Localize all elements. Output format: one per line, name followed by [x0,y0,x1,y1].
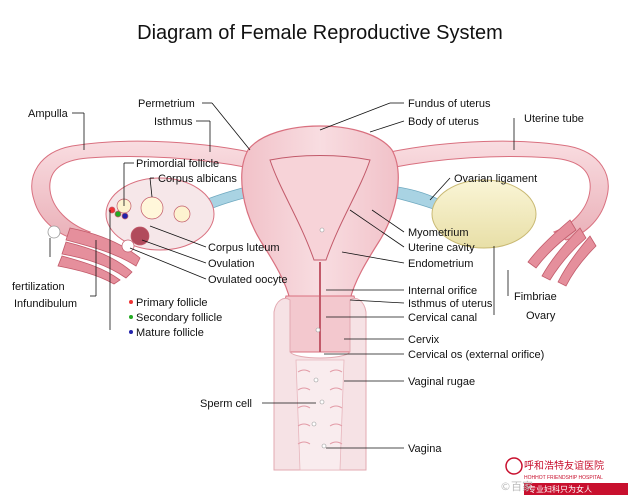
label-internal-orifice: Internal orifice [408,285,477,297]
left-fimbriae [57,227,141,285]
label-cervix: Cervix [408,334,440,346]
label-primary-follicle: Primary follicle [136,297,208,309]
label-ampulla: Ampulla [28,108,69,120]
label-mature-follicle: Mature follicle [136,327,204,339]
label-vaginal-rugae: Vaginal rugae [408,376,475,388]
uterine-cavity [269,155,371,261]
primary-follicle-dot [129,300,133,304]
label-isthmus: Isthmus [154,116,193,128]
label-fimbriae: Fimbriae [514,291,557,303]
label-ovulated-oocyte: Ovulated oocyte [208,274,288,286]
label-ovulation: Ovulation [208,258,254,270]
sperm-cells [311,227,327,449]
label-uterine-tube: Uterine tube [524,113,584,125]
label-primordial-follicle: Primordial follicle [136,158,219,170]
label-ovary: Ovary [526,310,556,322]
right-fimbriae [527,219,597,287]
label-sperm-cell: Sperm cell [200,398,252,410]
label-infundibulum: Infundibulum [14,298,77,310]
watermark-text2: HOHHOT FRIENDSHIP HOSPITAL [524,475,603,481]
watermark-text1: 呼和浩特友谊医院 [524,459,604,472]
label-perimetrium: Permetrium [138,98,195,110]
vaginal-canal [295,359,345,471]
diagram-title: Diagram of Female Reproductive System [137,22,503,44]
right-ovary [431,179,537,249]
label-corpus-luteum: Corpus luteum [208,242,280,254]
label-uterine-cavity: Uterine cavity [408,242,475,254]
watermark-text3: 专业妇科只为女人 [528,484,592,494]
label-secondary-follicle: Secondary follicle [136,312,222,324]
label-myometrium: Myometrium [408,227,469,239]
label-endometrium: Endometrium [408,258,473,270]
label-fertilization: fertilization [12,281,65,293]
label-fundus: Fundus of uterus [408,98,491,110]
label-cervical-canal: Cervical canal [408,312,477,324]
hospital-watermark: 呼和浩特友谊医院 HOHHOT FRIENDSHIP HOSPITAL 专业妇科… [505,457,628,495]
secondary-follicle-dot [129,315,133,319]
label-body: Body of uterus [408,116,479,128]
right-uterine-tube [389,140,609,241]
hospital-logo-icon [505,457,523,475]
fertilization-cell [47,225,61,239]
watermark-left-text: ©百家 [500,480,533,493]
label-ovarian-ligament: Ovarian ligament [454,173,537,185]
label-cervical-os: Cervical os (external orifice) [408,349,544,361]
leader-lines [49,102,515,449]
label-corpus-albicans: Corpus albicans [158,173,237,185]
label-isthmus-of-uterus: Isthmus of uterus [408,298,493,310]
mature-follicle-dot [129,330,133,334]
label-vagina: Vagina [408,443,442,455]
vaginal-rugae [297,369,343,445]
